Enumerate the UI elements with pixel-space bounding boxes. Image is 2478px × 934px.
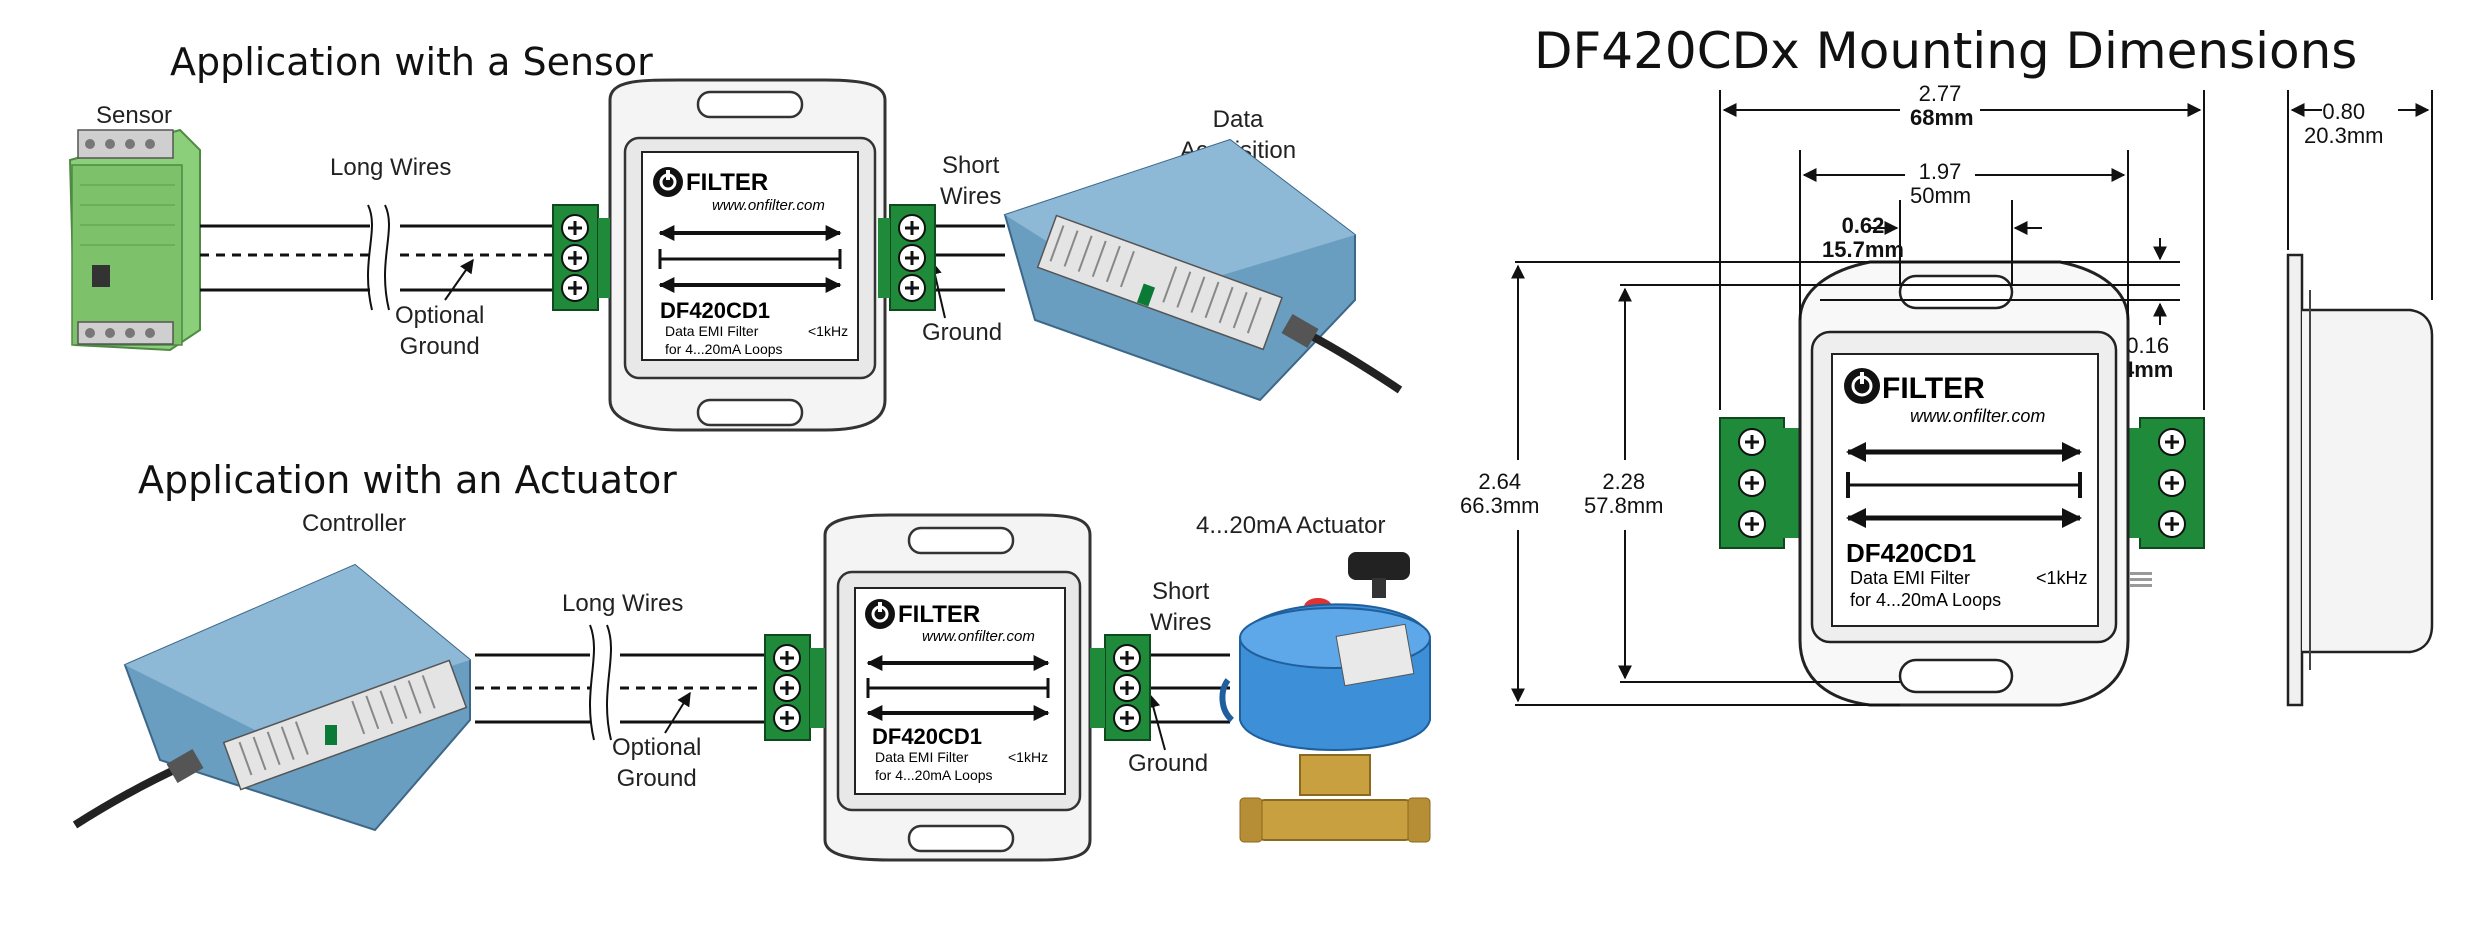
mounting-front-view xyxy=(1719,260,2205,707)
filter-model-bottom: DF420CD1 xyxy=(872,724,982,749)
short-wires-label: Short Wires xyxy=(940,152,1002,210)
actuator-label: 4...20mA Actuator xyxy=(1196,512,1386,539)
filter-website-bottom: www.onfilter.com xyxy=(922,628,1035,645)
mount-filter-model: DF420CD1 xyxy=(1846,538,1976,568)
short-wires-label-2: Short Wires xyxy=(1150,578,1212,636)
dim-hole-spacing: 1.97 50mm xyxy=(1910,159,1972,208)
dimension-lines xyxy=(1511,90,2433,706)
controller-device xyxy=(72,563,471,832)
mount-filter-website: www.onfilter.com xyxy=(1910,406,2045,426)
mount-filter-brand: FILTER xyxy=(1882,372,1985,405)
controller-label: Controller xyxy=(302,510,407,537)
filter-desc1-top: Data EMI Filter xyxy=(665,323,759,339)
sensor-device xyxy=(68,128,201,352)
ground-label: Ground xyxy=(922,319,1003,346)
mounting-side-view xyxy=(2286,253,2434,707)
terminal-block-right-top xyxy=(878,204,936,311)
sensor-label: Sensor xyxy=(96,102,173,129)
filter-module-bottom xyxy=(823,513,1092,862)
filter-desc1-bottom: Data EMI Filter xyxy=(875,749,969,765)
optional-ground-leader xyxy=(444,258,474,301)
mount-filter-freq: <1kHz xyxy=(2036,568,2088,588)
dim-slot-width: 0.62 15.7mm xyxy=(1822,213,1904,262)
ground-label-2: Ground xyxy=(1128,750,1209,777)
long-wires-label-2: Long Wires xyxy=(562,590,684,617)
actuator-app-title: Application with an Actuator xyxy=(138,458,677,502)
filter-desc2-bottom: for 4...20mA Loops xyxy=(875,767,993,783)
filter-freq-bottom: <1kHz xyxy=(1008,749,1048,765)
long-wires-label: Long Wires xyxy=(330,154,452,181)
terminal-block-right-bottom xyxy=(1090,634,1151,741)
filter-model-top: DF420CD1 xyxy=(660,298,770,323)
dim-slot-offset: 0.16 4mm xyxy=(2122,333,2174,382)
filter-desc2-top: for 4...20mA Loops xyxy=(665,341,783,357)
dim-overall-width: 2.77 68mm xyxy=(1910,81,1974,130)
ground-leader-2 xyxy=(1146,693,1166,751)
actuator-device xyxy=(1219,552,1431,843)
terminal-block-left-top xyxy=(552,204,610,311)
daq-device xyxy=(1003,138,1403,402)
optional-ground-label: Optional Ground xyxy=(395,302,485,360)
dim-body-height: 2.28 57.8mm xyxy=(1584,469,1664,518)
mount-filter-desc2: for 4...20mA Loops xyxy=(1850,590,2001,610)
sensor-app-title: Application with a Sensor xyxy=(170,40,653,84)
mount-filter-desc1: Data EMI Filter xyxy=(1850,568,1970,588)
terminal-block-left-bottom xyxy=(764,634,825,741)
dim-depth: 0.80 20.3mm xyxy=(2304,99,2384,148)
mounting-title: DF420CDx Mounting Dimensions xyxy=(1534,22,2358,80)
filter-brand-bottom: FILTER xyxy=(898,601,980,628)
filter-brand-top: FILTER xyxy=(686,169,768,196)
dim-overall-height: 2.64 66.3mm xyxy=(1460,469,1540,518)
filter-freq-top: <1kHz xyxy=(808,323,848,339)
filter-website-top: www.onfilter.com xyxy=(712,197,825,214)
optional-ground-label-2: Optional Ground xyxy=(612,734,702,792)
filter-module-top xyxy=(608,78,887,432)
optional-ground-leader-2 xyxy=(664,691,691,734)
